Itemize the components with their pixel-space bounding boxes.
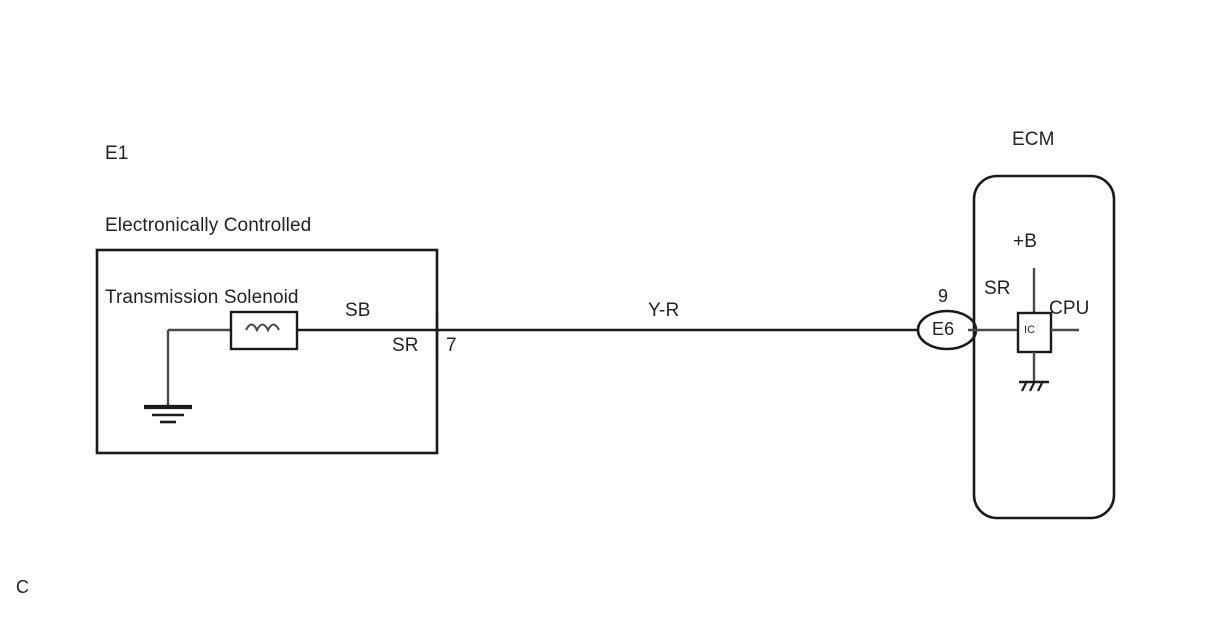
solenoid-terminal-label-sr: SR (392, 335, 419, 356)
chassis-ground-symbol (1019, 380, 1049, 392)
earth-ground-symbol (144, 404, 192, 424)
component-name-line-2: Transmission Solenoid (105, 286, 299, 308)
component-name-line-1: Electronically Controlled (105, 214, 312, 236)
solenoid-terminal-label-sb: SB (345, 300, 371, 321)
connector-pin-number: 9 (938, 286, 949, 306)
wire-color-label-yr: Y-R (648, 300, 680, 321)
ecm-ic-box (1016, 311, 1053, 354)
ecm-signal-label-sr: SR (984, 278, 1011, 299)
solenoid-coil-box (229, 310, 299, 351)
solenoid-coil-windings (245, 323, 280, 333)
component-code: E1 (105, 142, 129, 164)
ecm-cpu-label: CPU (1049, 298, 1090, 319)
solenoid-pin-number: 7 (446, 335, 457, 356)
ecm-enclosure-box (972, 174, 1116, 520)
ecm-title: ECM (1012, 129, 1055, 150)
connector-id-label: E6 (932, 319, 955, 339)
ecm-power-label: +B (1013, 231, 1037, 252)
page-corner-mark: C (16, 577, 30, 597)
ecm-ic-label: IC (1024, 324, 1036, 336)
component-label-block: E1 Electronically Controlled Transmissio… (105, 94, 311, 357)
